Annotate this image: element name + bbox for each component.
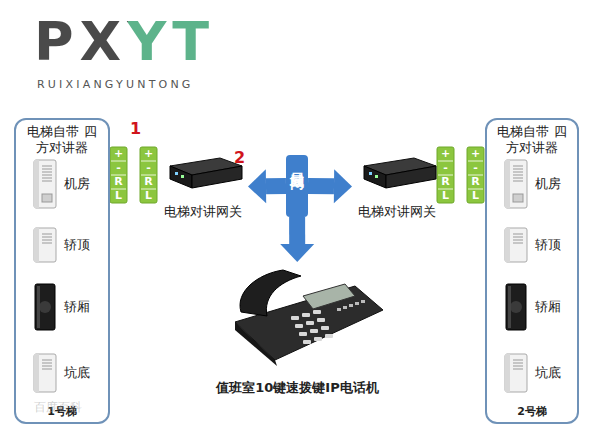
terminal-pin: +: [110, 147, 127, 161]
terminal-pin: L: [467, 189, 484, 203]
intercom-device: 坑底: [501, 352, 573, 394]
lan-connector: [280, 217, 314, 262]
intercom-symbol: [501, 282, 529, 332]
device-label: 轿顶: [64, 237, 90, 253]
terminal-pin: L: [110, 189, 127, 203]
terminal-pin: R: [437, 175, 454, 189]
group-heading: 电梯自带 四方对讲器: [26, 124, 98, 156]
intercom-symbol: [30, 226, 58, 264]
phone-symbol: [205, 262, 390, 367]
intercom-device: 机房: [501, 158, 573, 210]
terminal-pin: L: [140, 189, 157, 203]
logo-text: RUIXIANGYUNTONG: [37, 78, 194, 92]
logo-mark: PXYT: [34, 12, 215, 72]
intercom-symbol: [30, 158, 58, 210]
callout-number: 2: [234, 149, 245, 167]
watermark: 百度百科: [34, 400, 82, 414]
gateway-symbol: [352, 150, 442, 194]
lan-label: 局域网: [286, 161, 308, 167]
intercom-symbol: [501, 158, 529, 210]
device-label: 轿厢: [64, 299, 90, 315]
intercom-symbol: [501, 352, 529, 394]
group-heading: 电梯自带 四方对讲器: [497, 124, 567, 156]
device-label: 坑底: [64, 365, 90, 381]
terminal-pin: L: [437, 189, 454, 203]
terminal-pin: +: [437, 147, 454, 161]
intercom-gateway: 电梯对讲网关: [352, 150, 442, 224]
intercom-device: 轿厢: [501, 282, 573, 332]
device-label: 机房: [64, 176, 90, 192]
terminal-pin: +: [140, 147, 157, 161]
intercom-symbol: [30, 352, 58, 394]
gateway-label: 电梯对讲网关: [158, 204, 248, 220]
intercom-device: 坑底: [30, 352, 102, 394]
device-label: 坑底: [535, 365, 561, 381]
ip-phone: 值班室10键速拨键IP电话机: [205, 262, 390, 402]
device-label: 轿厢: [535, 299, 561, 315]
elevator-number: 2号梯: [487, 405, 577, 419]
phone-label: 值班室10键速拨键IP电话机: [205, 380, 390, 396]
gateway-label: 电梯对讲网关: [352, 204, 442, 220]
callout-number: 1: [130, 120, 141, 138]
lan-connector: [308, 169, 352, 203]
intercom-symbol: [30, 282, 58, 332]
lan-connector: [248, 169, 286, 203]
device-label: 机房: [535, 176, 561, 192]
elevator-intercom-group: 电梯自带 四方对讲器 2号梯 机房轿顶轿厢坑底: [485, 118, 579, 424]
terminal-pin: R: [140, 175, 157, 189]
terminal-pin: +: [467, 147, 484, 161]
terminal-pin: -: [140, 161, 157, 175]
intercom-device: 轿厢: [30, 282, 102, 332]
intercom-device: 轿顶: [30, 226, 102, 264]
terminal-pin: -: [437, 161, 454, 175]
terminal-pin: R: [110, 175, 127, 189]
intercom-device: 机房: [30, 158, 102, 210]
lan-hub: 局域网: [286, 155, 308, 217]
intercom-symbol: [501, 226, 529, 264]
terminal-pin: R: [467, 175, 484, 189]
intercom-device: 轿顶: [501, 226, 573, 264]
device-label: 轿顶: [535, 237, 561, 253]
terminal-pin: -: [110, 161, 127, 175]
elevator-intercom-group: 电梯自带 四方对讲器1号梯机房轿顶轿厢坑底: [14, 118, 110, 424]
terminal-pin: -: [467, 161, 484, 175]
